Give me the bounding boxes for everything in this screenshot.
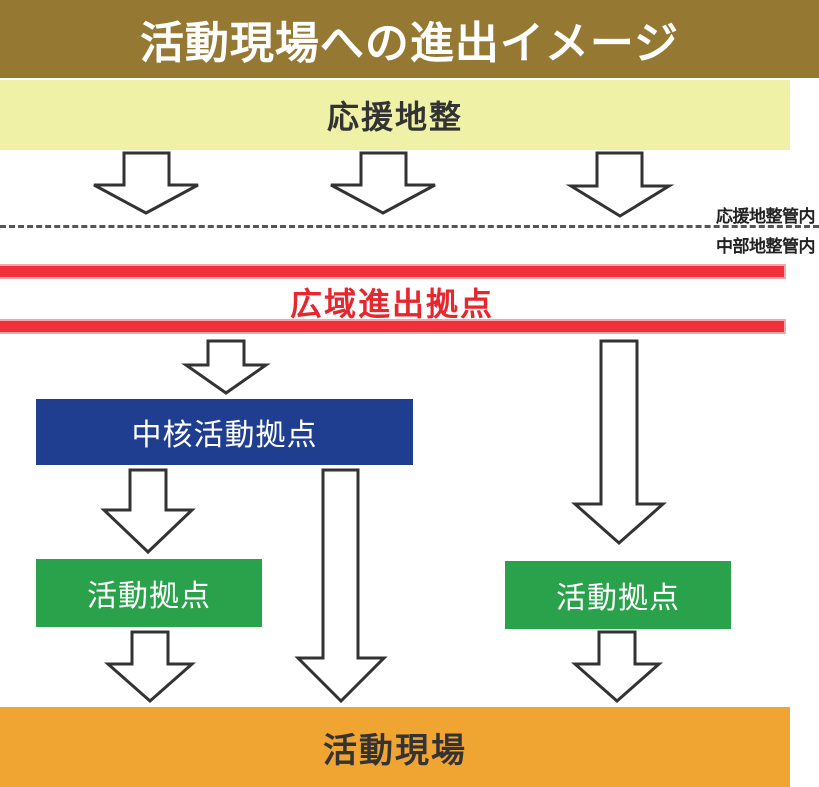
jurisdiction-label-upper: 応援地整管内: [716, 207, 816, 227]
down-arrow-icon: [330, 151, 436, 215]
activity-site-band: 活動現場: [0, 707, 790, 787]
jurisdiction-label-lower: 中部地整管内: [716, 237, 816, 257]
wide-base-label: 広域進出拠点: [289, 285, 494, 323]
page-title: 活動現場への進出イメージ: [0, 0, 819, 78]
wide-base-bottom-line: [0, 321, 784, 332]
wide-base-top-line: [0, 266, 784, 277]
down-arrow-icon: [294, 468, 388, 704]
down-arrow-icon: [571, 630, 663, 703]
down-arrow-icon: [565, 151, 675, 218]
down-arrow-icon: [104, 630, 196, 703]
support-region-band: 応援地整: [0, 80, 790, 150]
down-arrow-icon: [181, 339, 271, 395]
activity-base-box-right: 活動拠点: [505, 561, 731, 629]
down-arrow-icon: [100, 468, 196, 555]
jurisdiction-boundary-line: [0, 225, 819, 228]
down-arrow-icon: [571, 339, 667, 546]
down-arrow-icon: [93, 151, 199, 215]
core-activity-base-box: 中核活動拠点: [36, 399, 413, 465]
activity-base-box-left: 活動拠点: [36, 559, 262, 627]
